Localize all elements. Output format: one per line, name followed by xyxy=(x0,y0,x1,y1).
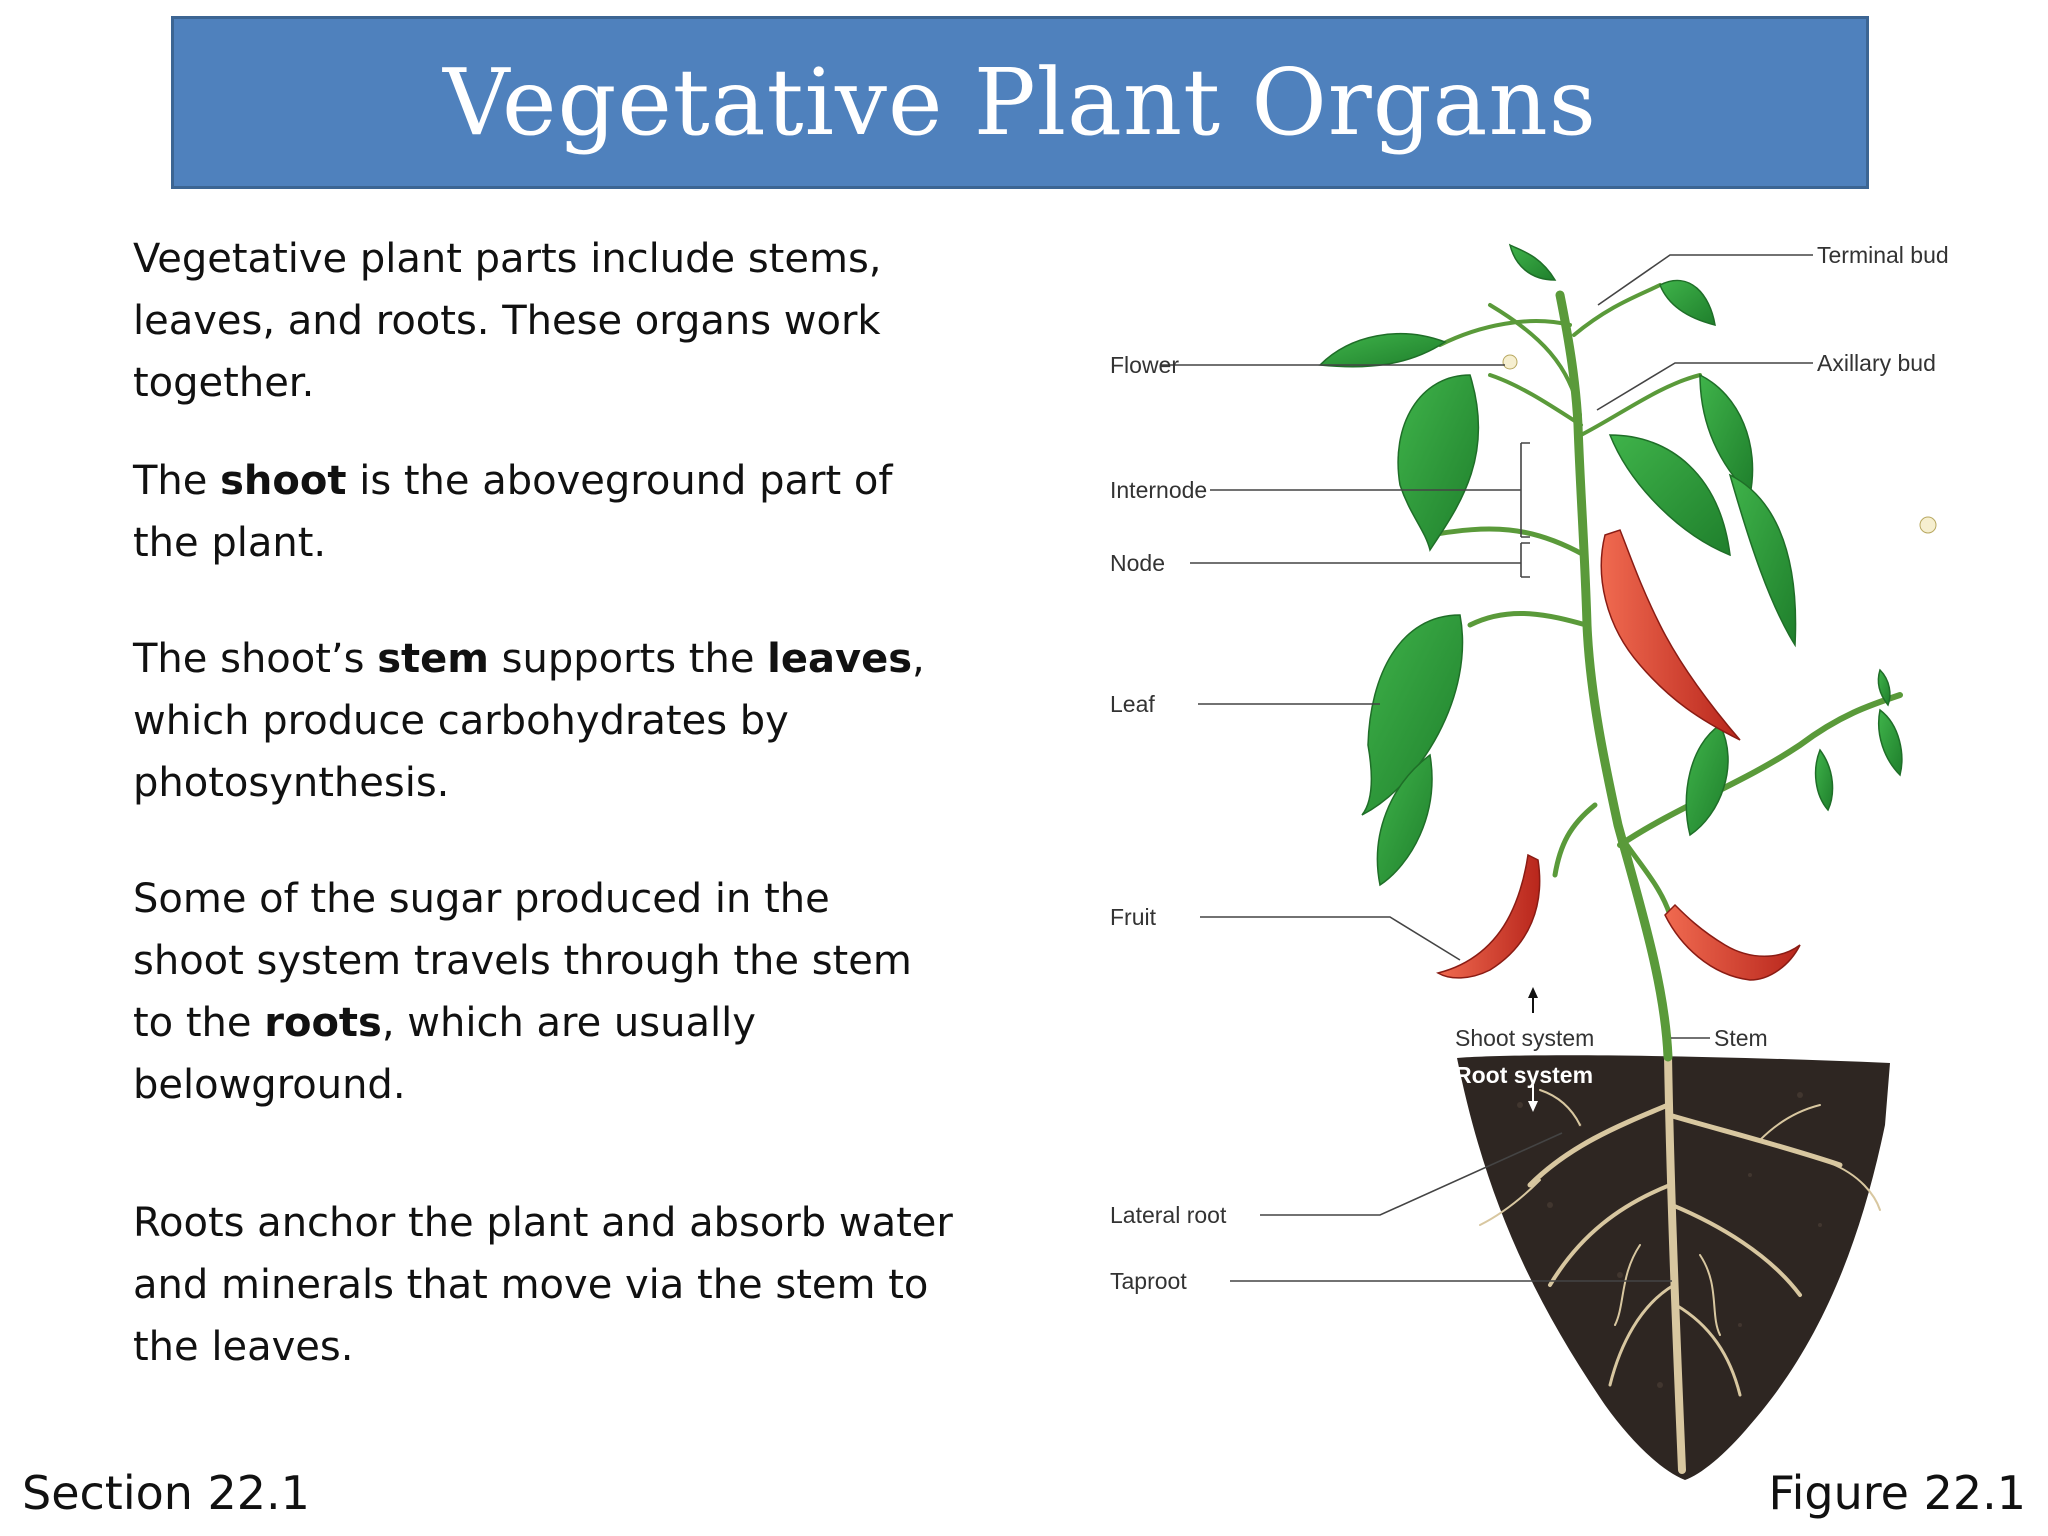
leaf-upper-left xyxy=(1318,332,1447,368)
leaf-top xyxy=(1508,243,1557,281)
figure-number: Figure 22.1 xyxy=(1768,1466,2027,1520)
branches xyxy=(1427,283,1903,918)
leaf-right-upper xyxy=(1699,373,1754,497)
leaf-left-lower xyxy=(1376,753,1433,887)
label-terminal-bud: Terminal bud xyxy=(1817,242,1949,268)
paragraph-text: supports the xyxy=(488,636,768,682)
leaf-far-right xyxy=(1728,473,1797,648)
fruit-lower-left xyxy=(1436,853,1541,979)
label-internode: Internode xyxy=(1110,477,1207,503)
leaf-left-mid xyxy=(1361,614,1464,816)
label-flower: Flower xyxy=(1110,352,1179,378)
leaf-branch-tip xyxy=(1878,708,1903,777)
paragraph-text: is the aboveground part of the plant. xyxy=(133,458,893,566)
root-arrow xyxy=(1528,1085,1538,1112)
term-shoot: shoot xyxy=(220,458,347,504)
fruit-upper xyxy=(1600,529,1741,741)
paragraph-text: The shoot’s xyxy=(133,636,378,682)
slide-title: Vegetative Plant Organs xyxy=(443,49,1597,156)
leaves xyxy=(1318,243,1903,887)
system-arrows xyxy=(1528,987,1538,1013)
title-bar: Vegetative Plant Organs xyxy=(171,16,1869,189)
label-stem: Stem xyxy=(1714,1025,1768,1051)
fruit-lower-right xyxy=(1664,903,1801,981)
paragraph-sugar: Some of the sugar produced in the shoot … xyxy=(133,868,953,1116)
flower-right xyxy=(1919,516,1937,534)
paragraph-vegetative-parts: Vegetative plant parts include stems, le… xyxy=(133,228,953,414)
label-leaf: Leaf xyxy=(1110,691,1155,717)
label-lateral-root: Lateral root xyxy=(1110,1202,1227,1228)
paragraph-text: Some of the sugar produced in the shoot … xyxy=(133,876,912,1046)
paragraph-shoot: The shoot is the aboveground part of the… xyxy=(133,450,953,574)
label-root-system: Root system xyxy=(1455,1062,1593,1088)
flowers xyxy=(1502,354,1937,534)
fruits xyxy=(1436,529,1801,981)
leaf-top-right xyxy=(1659,279,1716,327)
label-shoot-system: Shoot system xyxy=(1455,1025,1594,1051)
leaf-upper-left-large xyxy=(1397,374,1480,552)
paragraph-text: The xyxy=(133,458,221,504)
term-leaves: leaves xyxy=(767,636,912,682)
paragraph-text: Roots anchor the plant and absorb water … xyxy=(133,1200,953,1370)
root-system-drawing xyxy=(1479,1051,1881,1474)
term-roots: roots xyxy=(264,1000,382,1046)
leaf-branch-small xyxy=(1814,748,1834,812)
leaf-right-lower xyxy=(1685,723,1729,837)
paragraph-text: , which produce carbohydrates by photosy… xyxy=(133,636,925,806)
term-stem: stem xyxy=(377,636,489,682)
leaf-right-mid xyxy=(1608,434,1731,557)
paragraph-stem: The shoot’s stem supports the leaves, wh… xyxy=(133,628,953,814)
label-taproot: Taproot xyxy=(1110,1268,1187,1294)
paragraph-text: , which are usually belowground. xyxy=(133,1000,756,1108)
soil-texture xyxy=(1517,1092,1822,1388)
leader-lines xyxy=(1160,254,1813,1282)
plant-diagram: Terminal bud Axillary bud Flower Interno… xyxy=(1110,242,1949,1480)
flower-left xyxy=(1502,354,1518,370)
paragraph-roots: Roots anchor the plant and absorb water … xyxy=(133,1192,953,1378)
paragraph-text: Vegetative plant parts include stems, le… xyxy=(133,236,882,406)
leaf-branch-bud xyxy=(1877,668,1891,707)
label-fruit: Fruit xyxy=(1110,904,1157,930)
label-node: Node xyxy=(1110,550,1165,576)
label-axillary-bud: Axillary bud xyxy=(1817,350,1936,376)
section-number: Section 22.1 xyxy=(22,1466,310,1520)
